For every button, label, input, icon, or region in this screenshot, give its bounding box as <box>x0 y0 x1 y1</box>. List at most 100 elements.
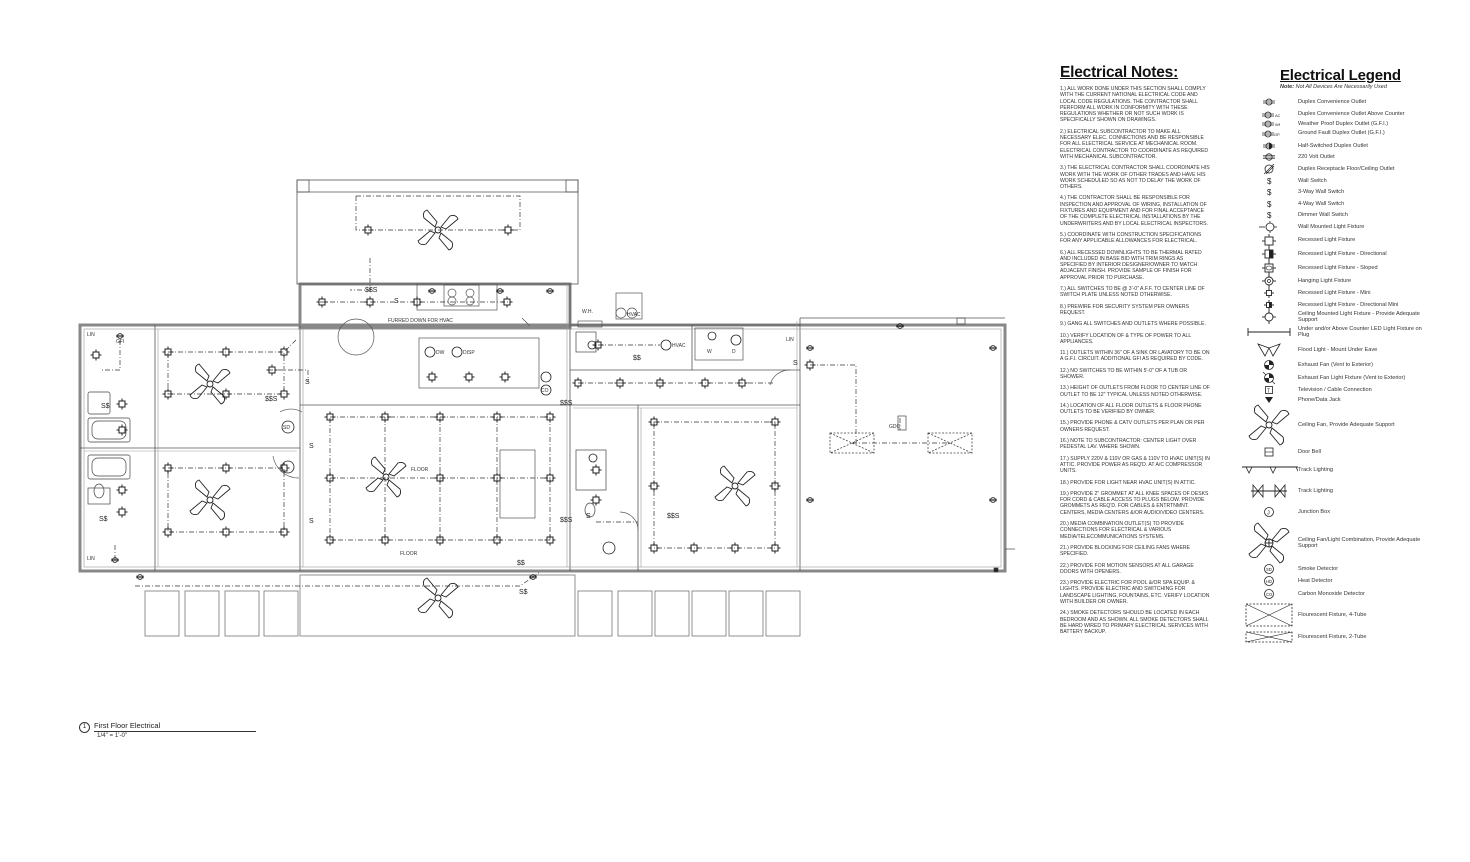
legend-label: Door Bell <box>1298 448 1322 455</box>
note-item: 23.) PROVIDE ELECTRIC FOR POOL &/OR SPA … <box>1060 580 1210 605</box>
svg-text:$$: $$ <box>517 560 525 567</box>
svg-text:$$S: $$S <box>560 400 573 407</box>
note-item: 22.) PROVIDE FOR MOTION SENSORS AT ALL G… <box>1060 562 1194 575</box>
note-item: 14.) LOCATION OF ALL FLOOR OUTLETS & FLO… <box>1060 402 1202 416</box>
label-co: CO <box>541 388 549 394</box>
legend-label: Duplex Convenience Outlet Above Counter <box>1298 111 1405 118</box>
legend-label: Wall Mounted Light Fixture <box>1298 223 1365 230</box>
svg-text:$$S: $$S <box>560 517 573 524</box>
svg-text:S: S <box>309 518 314 525</box>
recessed-mini-icon <box>1240 287 1298 299</box>
fluor-2-icon <box>1240 630 1298 644</box>
legend-label: Recessed Light Fixture - Mini <box>1298 289 1371 296</box>
note-item: 10.) VERIFY LOCATION OF & TYPE OF POWER … <box>1060 332 1191 345</box>
floor-plan-drawing: S3 <box>78 179 1015 637</box>
label-dryer: D <box>732 349 736 355</box>
note-item: 19.) PROVIDE 2" GROMMET AT ALL KNEE SPAC… <box>1060 490 1209 516</box>
note-item: 9.) GANG ALL SWITCHES AND OUTLETS WHERE … <box>1060 321 1206 328</box>
notes-title: Electrical Notes: <box>1060 64 1179 81</box>
legend-item: Exhaust Fan Light Fixture (Vent to Exter… <box>1240 371 1465 385</box>
svg-text:SD: SD <box>1266 567 1272 572</box>
track-lighting-2-icon <box>1240 483 1298 499</box>
label-gdo: GDO <box>889 424 901 430</box>
legend-item: Recessed Light Fixture - Directional <box>1240 247 1465 261</box>
legend-item: WPWeather Proof Duplex Outlet (G.F.I.) <box>1240 120 1465 128</box>
legend-item: Flourescent Fixture, 2-Tube <box>1240 629 1465 645</box>
svg-text:$: $ <box>1267 177 1272 186</box>
svg-text:S: S <box>305 379 310 386</box>
svg-text:HD: HD <box>1266 579 1272 584</box>
legend-item: Track Lighting <box>1240 459 1465 481</box>
electrical-notes: Electrical Notes: 1.) ALL WORK DONE UNDE… <box>1060 64 1210 640</box>
legend-item: Track Lighting <box>1240 481 1465 501</box>
legend-label: Exhaust Fan (Vent to Exterior) <box>1298 361 1373 368</box>
legend-label: Television / Cable Connection <box>1298 386 1372 393</box>
note-item: 12.) NO SWITCHES TO BE WITHIN 5'-0" OF A… <box>1060 367 1188 380</box>
legend-item: Half-Switched Duplex Outlet <box>1240 140 1465 152</box>
legend-item: $Dimmer Wall Switch <box>1240 210 1465 220</box>
label-dw: DW <box>436 350 445 356</box>
note-item: 21.) PROVIDE BLOCKING FOR CEILING FANS W… <box>1060 544 1190 558</box>
legend-item: Under and/or Above Counter LED Light Fix… <box>1240 323 1465 341</box>
svg-text:S$: S$ <box>519 589 528 596</box>
legend-label: Track Lighting <box>1298 466 1333 473</box>
legend-item: $4-Way Wall Switch <box>1240 198 1465 210</box>
switch-dimmer-icon: $ <box>1240 210 1298 220</box>
label-wh: W.H. <box>582 309 593 315</box>
legend-label: Recessed Light Fixture - Directional <box>1298 250 1387 257</box>
legend-item: Flourescent Fixture, 4-Tube <box>1240 601 1465 629</box>
label-floor-1: FLOOR <box>411 467 429 473</box>
legend-label: Smoke Detector <box>1298 565 1339 572</box>
legend-label: Flood Light - Mount Under Eave <box>1298 346 1378 353</box>
label-gfi: GFI <box>116 339 124 345</box>
legend-item: SD Smoke Detector <box>1240 563 1465 575</box>
note-item: 1.) ALL WORK DONE UNDER THIS SECTION SHA… <box>1060 86 1206 124</box>
legend-label: 4-Way Wall Switch <box>1298 200 1345 207</box>
legend-label: Ceiling Fan, Provide Adequate Support <box>1298 421 1395 428</box>
note-item: 20.) MEDIA COMBINATION OUTLET(S) TO PROV… <box>1060 521 1184 540</box>
note-item: 6.) ALL RECESSED DOWNLIGHTS TO BE THERMA… <box>1060 249 1202 281</box>
note-item: 8.) PREWIRE FOR SECURITY SYSTEM PER OWNE… <box>1060 303 1189 316</box>
note-item: 13.) HEIGHT OF OUTLETS FROM FLOOR TO CEN… <box>1060 385 1211 398</box>
note-item: 7.) ALL SWITCHES TO BE @ 3'-0" A.F.F. TO… <box>1060 286 1205 299</box>
legend-item: AC Duplex Convenience Outlet Above Counte… <box>1240 108 1465 121</box>
legend-label: Under and/or Above Counter LED Light Fix… <box>1298 325 1422 338</box>
note-item: 18.) PROVIDE FOR LIGHT NEAR HVAC UNIT(S)… <box>1060 479 1196 486</box>
led-strip-icon <box>1240 327 1298 337</box>
svg-text:AC: AC <box>1275 113 1280 118</box>
wp-outlet-icon: WP <box>1240 120 1298 128</box>
svg-text:$: $ <box>1267 188 1272 197</box>
legend-note: Note: Not All Devices Are Necessarily Us… <box>1280 84 1387 90</box>
label-lin-2: LIN <box>87 556 95 562</box>
recessed-directional-mini-icon <box>1240 299 1298 311</box>
legend-label: Ceiling Fan/Light Combination, Provide A… <box>1298 536 1421 549</box>
recessed-directional-icon <box>1240 247 1298 261</box>
legend-item: Recessed Light Fixture - Directional Min… <box>1240 299 1465 311</box>
svg-text:S: S <box>793 360 798 367</box>
legend-label: Weather Proof Duplex Outlet (G.F.I.) <box>1298 120 1389 127</box>
label-washer: W <box>707 349 712 355</box>
svg-text:$$S: $$S <box>265 396 278 403</box>
legend-label: Recessed Light Fixture <box>1298 237 1356 244</box>
note-item: 4.) THE CONTRACTOR SHALL BE RESPONSIBLE … <box>1060 195 1208 227</box>
legend-label: Ceiling Mounted Light Fixture - Provide … <box>1298 310 1420 323</box>
legend-item: Ceiling Mounted Light Fixture - Provide … <box>1240 310 1465 324</box>
duplex-outlet-counter-icon: AC <box>1240 111 1298 119</box>
svg-text:S: S <box>309 443 314 450</box>
note-item: 11.) OUTLETS WITHIN 36" OF A SINK OR LAV… <box>1060 350 1210 363</box>
legend-label: Hanging Light Fixture <box>1298 277 1352 284</box>
caption-scale: 1/4" = 1'-0" <box>97 732 128 739</box>
legend-item: Recessed Light Fixture <box>1240 233 1465 248</box>
legend-label: Dimmer Wall Switch <box>1298 211 1348 218</box>
legend-label: Track Lighting <box>1298 487 1333 494</box>
legend-item: Ceiling Fan/Light Combination, Provide A… <box>1240 522 1465 564</box>
note-item: 24.) SMOKE DETECTORS SHOULD BE LOCATED I… <box>1060 610 1209 636</box>
legend-item: Duplex Convenience Outlet <box>1240 96 1465 108</box>
note-item: 2.) ELECTRICAL SUBCONTRACTOR TO MAKE ALL… <box>1060 128 1209 160</box>
electrical-legend: Electrical Legend Note: Not All Devices … <box>1240 67 1465 645</box>
legend-item: Recessed Light Fixture - Sloped <box>1240 261 1465 275</box>
svg-text:S$: S$ <box>99 516 108 523</box>
